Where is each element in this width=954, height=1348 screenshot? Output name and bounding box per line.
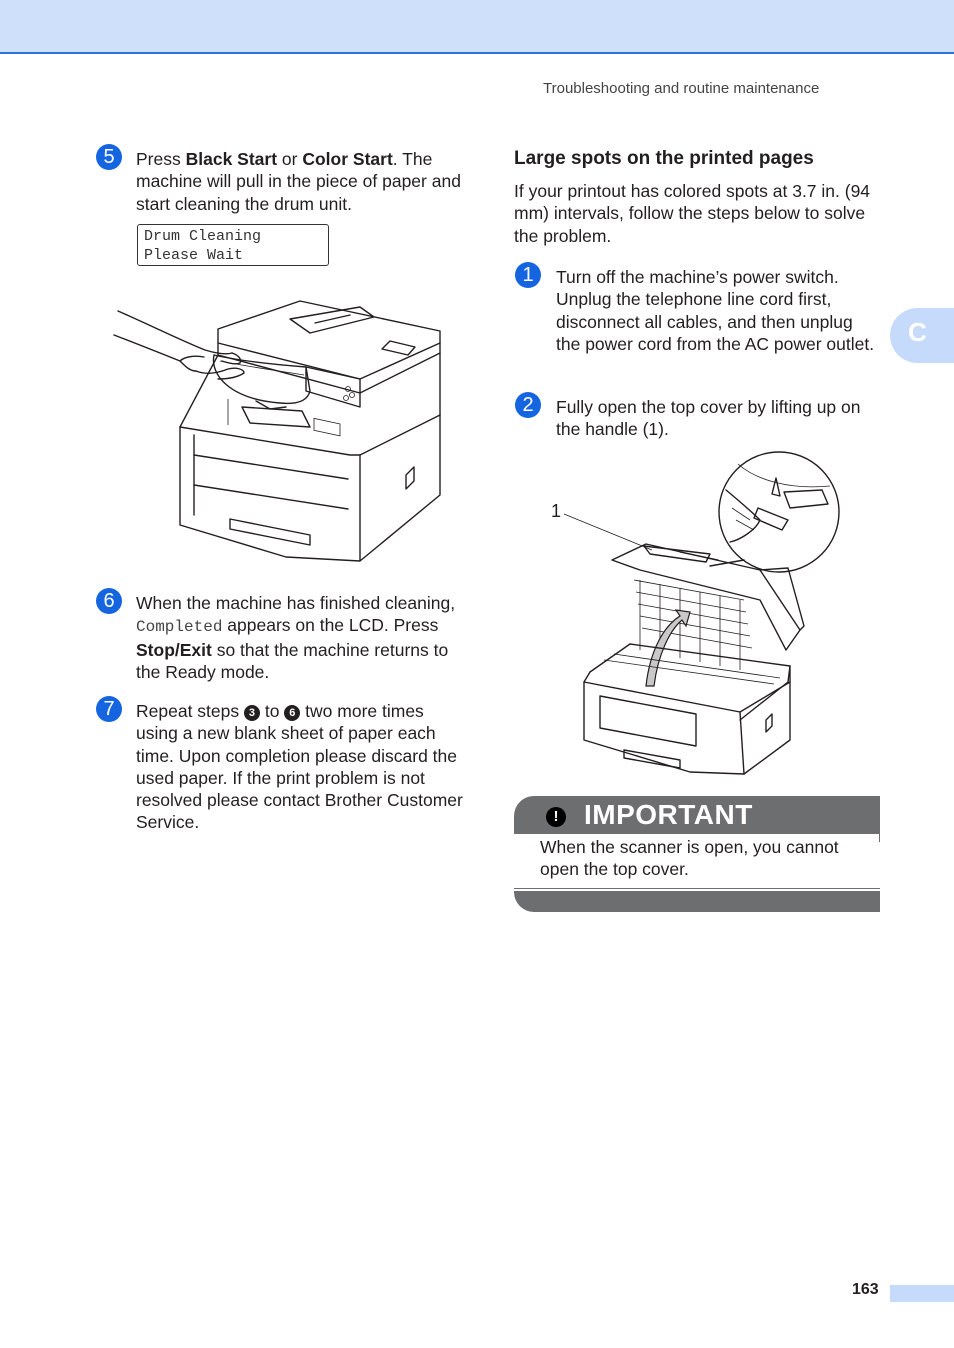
step-ref-3-badge: 3: [243, 705, 260, 721]
step-2-badge: 2: [515, 392, 541, 418]
lcd-line-2: Please Wait: [144, 247, 244, 264]
running-header: Troubleshooting and routine maintenance: [543, 80, 820, 97]
important-notice: ! IMPORTANT When the scanner is open, yo…: [514, 796, 880, 912]
chapter-tab-label: C: [908, 317, 927, 347]
step-7-badge: 7: [96, 696, 122, 722]
section-heading: Large spots on the printed pages: [514, 148, 814, 169]
important-title: IMPORTANT: [584, 799, 753, 830]
important-header: ! IMPORTANT: [514, 796, 880, 834]
top-color-band: [0, 0, 954, 54]
exclamation-icon: !: [546, 807, 566, 827]
lcd-display: Drum Cleaning Please Wait: [137, 224, 329, 266]
step-1-text: Turn off the machine’s power switch. Unp…: [556, 267, 875, 354]
intro-paragraph: If your printout has colored spots at 3.…: [514, 181, 871, 246]
step-2-text: Fully open the top cover by lifting up o…: [556, 397, 861, 440]
figure-callout-1: 1: [551, 501, 562, 521]
step-6-text: When the machine has finished cleaning, …: [136, 593, 456, 682]
lcd-line-1: Drum Cleaning: [144, 228, 262, 245]
page-number-bar: [890, 1285, 954, 1302]
important-divider: [514, 888, 880, 889]
printer-open-cover-illustration: [563, 451, 840, 775]
step-1-badge: 1: [515, 262, 541, 288]
step-ref-6-badge: 6: [284, 705, 301, 721]
chapter-tab: C: [890, 308, 954, 363]
step-5-text: Press Black Start or Color Start. The ma…: [136, 149, 461, 214]
step-5-badge: 5: [96, 144, 122, 170]
step-7-text: Repeat steps 3 to 6 two more times using…: [136, 701, 463, 833]
important-body: When the scanner is open, you cannot ope…: [540, 837, 839, 880]
important-footer-bar: [514, 891, 880, 912]
printer-paper-feed-illustration: [113, 300, 441, 562]
step-6-badge: 6: [96, 588, 122, 614]
important-edge-line: [879, 834, 880, 842]
page-number: 163: [852, 1281, 879, 1298]
